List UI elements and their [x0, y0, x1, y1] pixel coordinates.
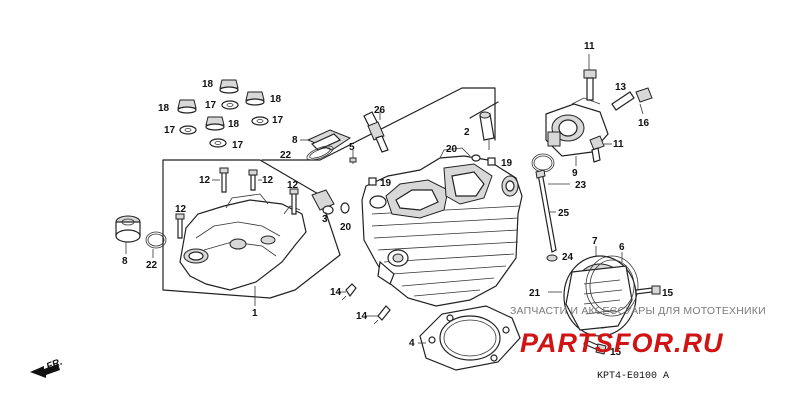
assembly-frame-main	[261, 87, 499, 161]
assembly-frame-left	[162, 159, 341, 299]
washer-24	[546, 254, 558, 262]
callout-13: 13	[615, 82, 627, 93]
callout-17-a: 17	[205, 100, 217, 111]
spark-plug	[363, 110, 389, 153]
bolt-15-bottom	[583, 339, 607, 355]
o-ring-upper	[306, 145, 334, 161]
stud-bolts-14	[341, 283, 391, 325]
tappet-cap-left	[115, 215, 141, 243]
dowel-19-right	[487, 157, 496, 166]
callout-25: 25	[558, 208, 570, 219]
callout-19-left: 19	[380, 178, 392, 189]
callout-8-left: 8	[122, 256, 128, 267]
long-stud-25	[535, 169, 557, 253]
callout-16: 16	[638, 118, 650, 129]
callout-11-lower: 11	[613, 139, 624, 150]
watermark-brand: PARTSFOR.RU	[520, 328, 724, 358]
callout-3: 3	[322, 214, 328, 225]
diagram-code: KPT4-E0100 A	[597, 371, 669, 382]
callout-9: 9	[572, 168, 578, 179]
callout-6: 6	[619, 242, 625, 253]
callout-20-right: 20	[446, 144, 458, 155]
callout-14-b: 14	[356, 311, 368, 322]
callout-2: 2	[464, 127, 470, 138]
cylinder-head-gasket	[419, 305, 521, 371]
callout-12-c: 12	[287, 180, 299, 191]
callout-18-d: 18	[228, 119, 240, 130]
callout-19-right: 19	[501, 158, 513, 169]
washer-20-left	[340, 202, 350, 214]
callout-8-upper: 8	[292, 135, 298, 146]
callout-14-a: 14	[330, 287, 342, 298]
callout-17-b: 17	[164, 125, 176, 136]
tappet-cap-upper	[306, 129, 352, 151]
bolt-13	[611, 91, 635, 111]
callout-21: 21	[529, 288, 541, 299]
cap-nut-16	[635, 87, 653, 103]
front-direction-arrow: FR.	[30, 357, 64, 378]
washer-20-right	[471, 154, 481, 162]
direction-label: FR.	[45, 357, 64, 373]
callout-17-d: 17	[232, 140, 244, 151]
callout-4: 4	[409, 338, 415, 349]
callout-18-c: 18	[270, 94, 282, 105]
bolt-11-upper	[583, 54, 597, 101]
callout-1: 1	[252, 308, 258, 319]
callout-15-right: 15	[662, 288, 674, 299]
callout-11-upper: 11	[584, 41, 595, 52]
callout-24: 24	[562, 252, 574, 263]
callout-20-left: 20	[340, 222, 352, 233]
callout-5: 5	[349, 142, 355, 153]
callout-22-left: 22	[146, 260, 158, 271]
callout-18-a: 18	[202, 79, 214, 90]
dowel-19-left	[368, 177, 377, 186]
side-cover-21	[563, 255, 637, 337]
callout-12-b: 12	[262, 175, 274, 186]
bolt-15-right	[635, 285, 661, 295]
watermark-tagline: ЗАПЧАСТИ И АКСЕССУАРЫ ДЛЯ МОТОТЕХНИКИ	[510, 305, 766, 317]
bolt-group-12	[175, 167, 299, 239]
cylinder-head-cover	[179, 193, 307, 306]
o-ring-left	[145, 231, 167, 249]
callout-7: 7	[592, 236, 598, 247]
callout-18-b: 18	[158, 103, 170, 114]
camshaft-part-3	[311, 189, 335, 220]
valve-guide-2	[479, 111, 495, 150]
pin	[349, 150, 357, 164]
callout-22-upper: 22	[280, 150, 292, 161]
callout-26: 26	[374, 105, 386, 116]
callout-23: 23	[575, 180, 587, 191]
bolt-11-lower	[589, 135, 605, 163]
callout-15-bottom: 15	[610, 347, 622, 358]
o-ring-intake	[531, 153, 555, 173]
callout-12-d: 12	[175, 204, 187, 215]
gasket-6	[585, 255, 639, 317]
nut-washer-cluster	[177, 79, 269, 148]
callout-17-c: 17	[272, 115, 284, 126]
cylinder-head	[361, 147, 523, 307]
callout-12-a: 12	[199, 175, 211, 186]
